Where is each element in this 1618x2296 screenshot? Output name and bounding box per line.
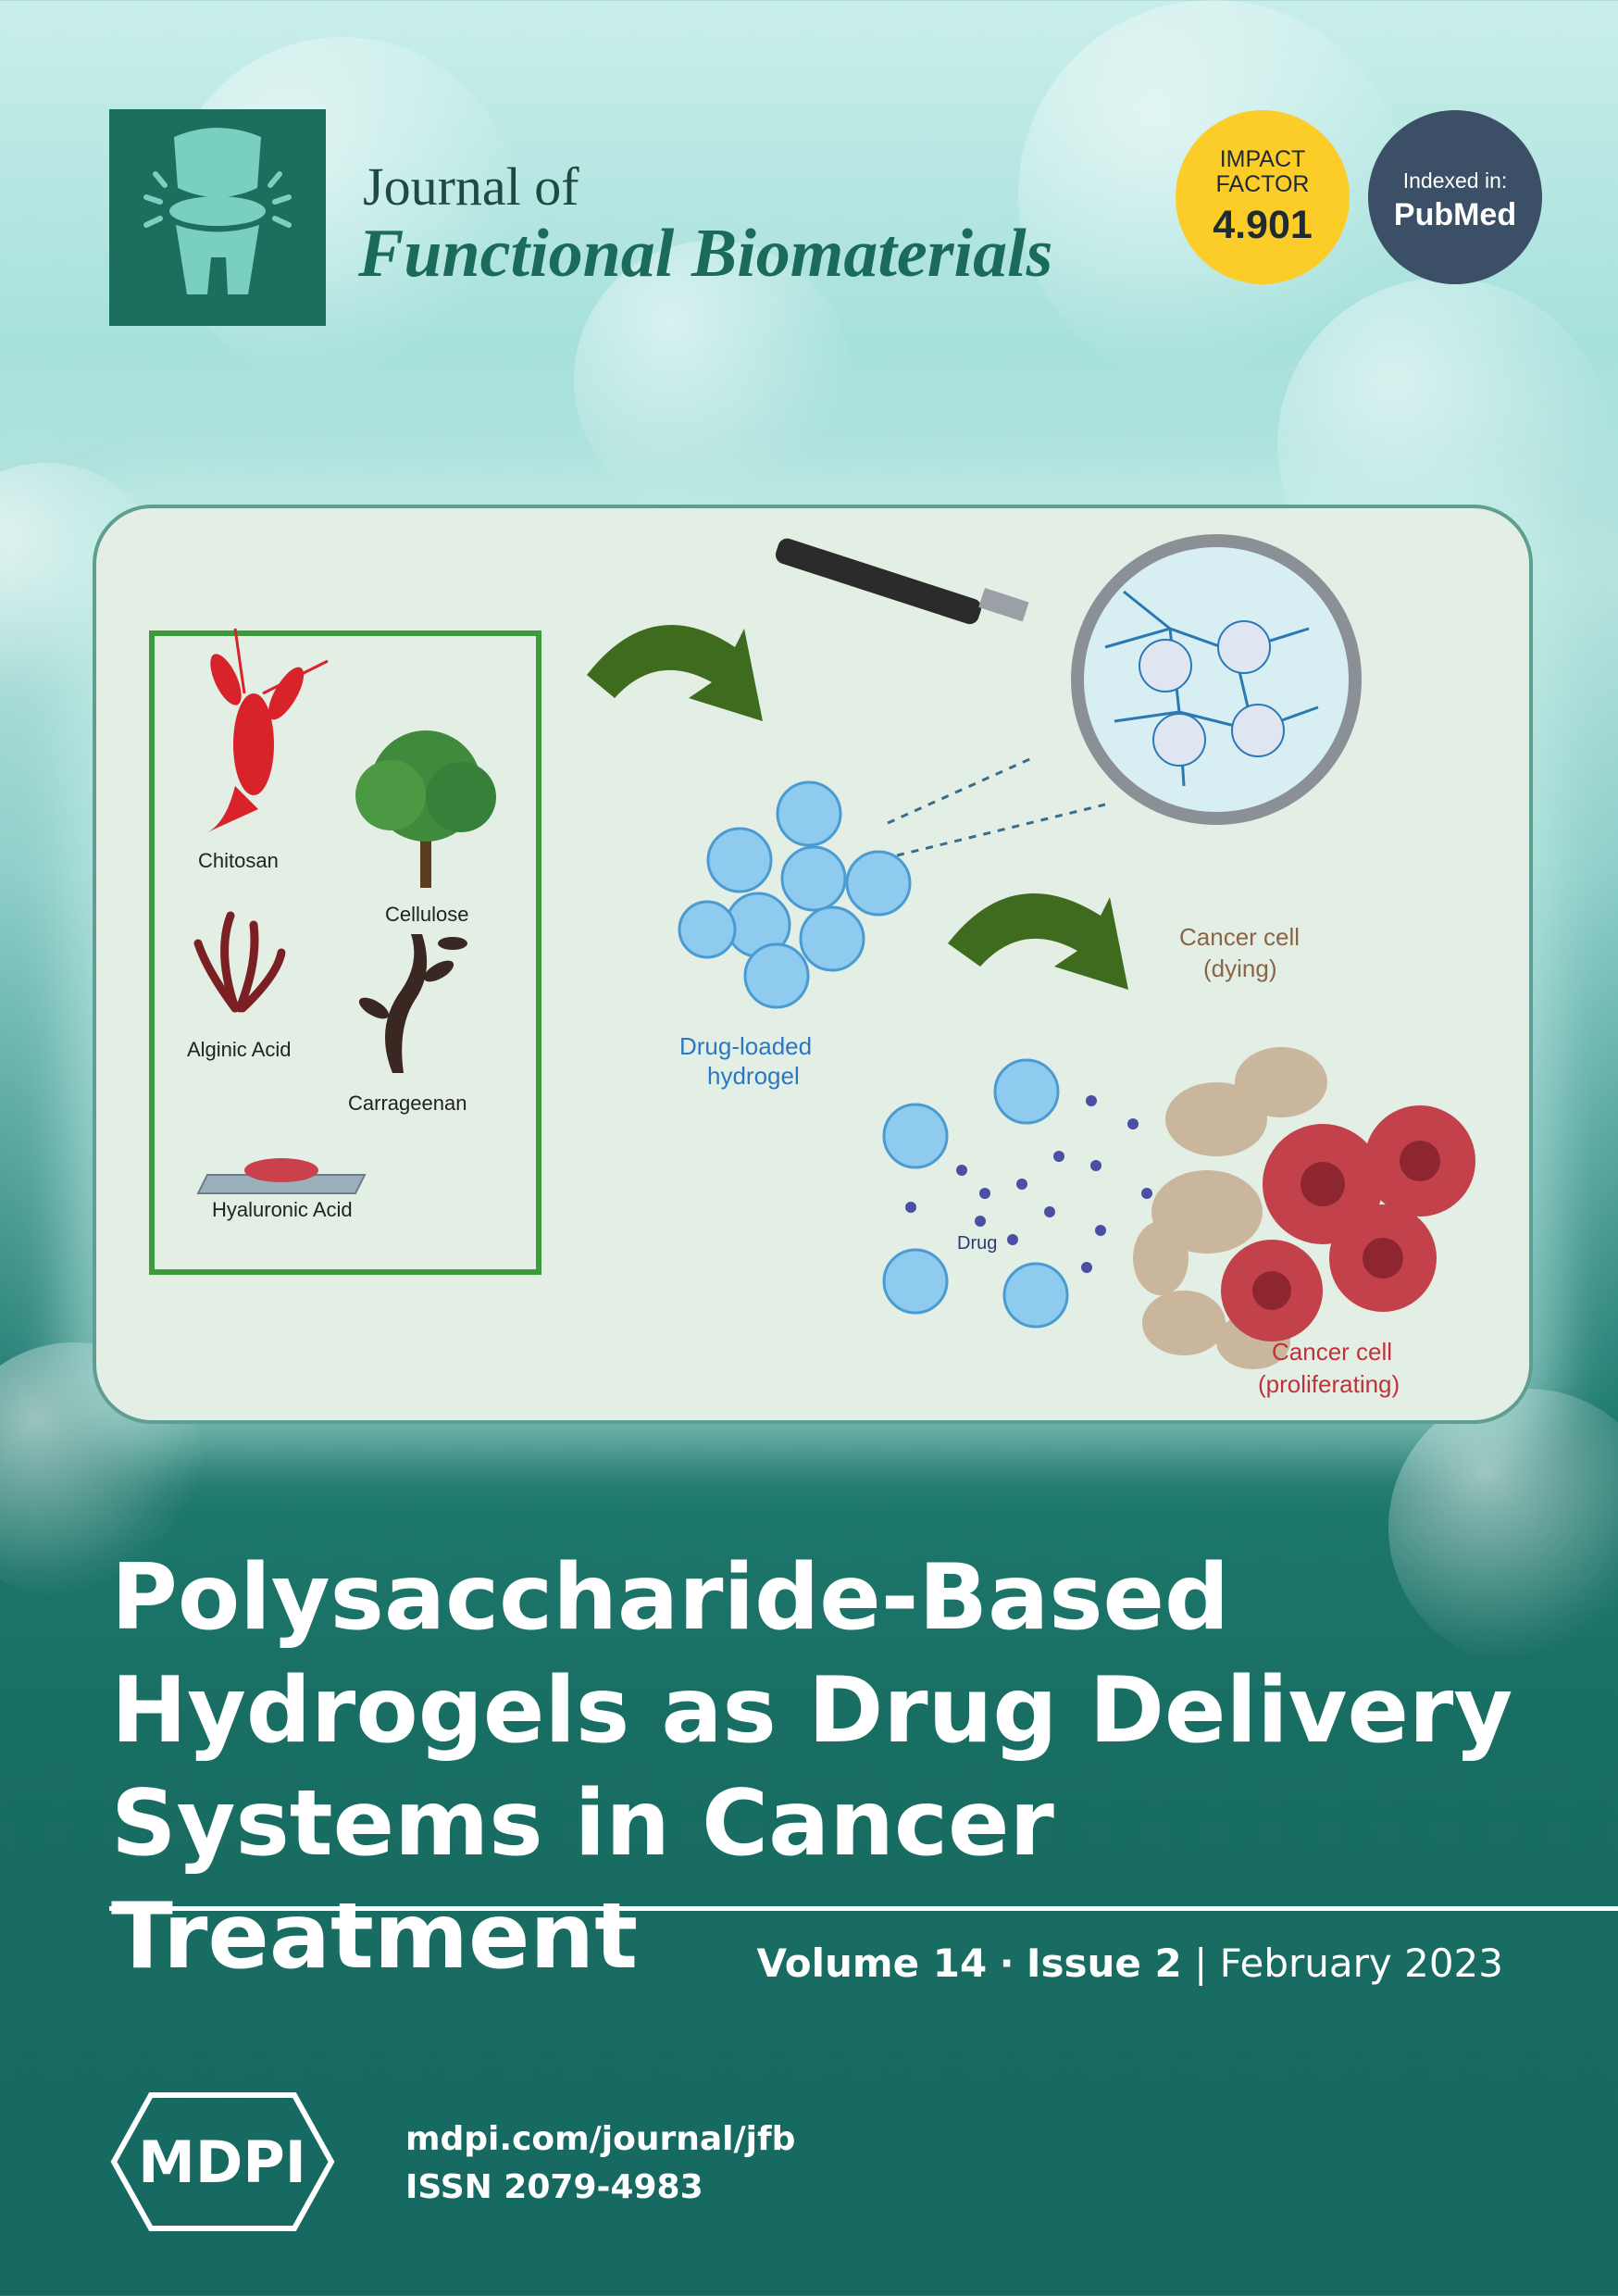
impact-factor-value: 4.901 [1213,203,1313,247]
journal-title-line1: Journal of [363,156,579,217]
magnifying-glass-icon [775,534,1362,825]
graphical-abstract: Chitosan Cellulose Alginic Acid Carragee… [93,505,1533,1424]
issn: ISSN 2079-4983 [405,2168,703,2206]
journal-url[interactable]: mdpi.com/journal/jfb [405,2120,796,2158]
tree-icon [355,730,496,888]
hydrogel-cluster-icon [678,780,912,1009]
title-divider [109,1906,1618,1911]
volume-number: Volume 14 [756,1940,988,1986]
polysaccharide-sources-frame [149,630,541,1275]
background-bubble [1388,1389,1618,1666]
article-title: Polysaccharide-Based Hydrogels as Drug D… [111,1541,1555,1993]
issue-date: February 2023 [1219,1940,1503,1986]
issue-divider: | [1194,1940,1208,1986]
dying-cancer-cell-icon [1133,1047,1327,1369]
issue-number: Issue 2 [1026,1940,1182,1986]
indexed-label: Indexed in: [1402,168,1508,193]
knee-joint-icon [143,128,292,294]
lobster-icon [207,628,329,832]
process-arrow-icon [587,625,763,721]
hydrogel-label-line1: Drug-loaded [679,1032,812,1060]
released-hydrogel-icon [882,1058,1069,1329]
issue-info: Volume 14 · Issue 2 | February 2023 [757,1940,1503,1986]
tissue-slide-icon [196,1158,367,1194]
dying-cell-label-line1: Cancer cell [1179,923,1300,951]
mdpi-logo-text: MDPI [138,2128,306,2196]
proliferating-cancer-cell-icon [1221,1105,1475,1341]
journal-logo [109,109,326,326]
journal-title-line2: Functional Biomaterials [358,216,1053,292]
algae-icon [193,911,286,1013]
dying-cell-label-line2: (dying) [1203,955,1276,982]
mdpi-logo: MDPI [110,2092,335,2231]
proliferating-cell-label-line2: (proliferating) [1258,1370,1400,1398]
article-title-line3: Systems in Cancer Treatment [111,1771,1054,1990]
background-bubble [574,241,852,518]
hydrogel-label-line2: hydrogel [707,1062,800,1090]
graphical-abstract-illustration: Chitosan Cellulose Alginic Acid Carragee… [149,534,1475,1398]
drug-label: Drug [957,1233,997,1254]
issue-separator: · [999,1940,1014,1986]
source-label-chitosan: Chitosan [198,849,279,872]
indexed-value: PubMed [1393,197,1517,232]
article-title-line1: Polysaccharide-Based [111,1545,1230,1651]
indexed-badge: Indexed in: PubMed [1368,110,1542,284]
drug-particles-icon [905,1095,1152,1273]
source-label-carrageenan: Carrageenan [348,1092,467,1115]
source-label-cellulose: Cellulose [385,903,469,926]
process-arrow-icon [948,893,1128,990]
article-title-line2: Hydrogels as Drug Delivery [111,1658,1513,1764]
source-label-hyaluronic-acid: Hyaluronic Acid [212,1198,353,1221]
impact-label-line1: IMPACT [1219,146,1306,172]
proliferating-cell-label-line1: Cancer cell [1272,1338,1392,1366]
impact-label-line2: FACTOR [1215,171,1310,197]
seaweed-icon [358,934,467,1073]
source-label-alginic-acid: Alginic Acid [187,1038,292,1061]
